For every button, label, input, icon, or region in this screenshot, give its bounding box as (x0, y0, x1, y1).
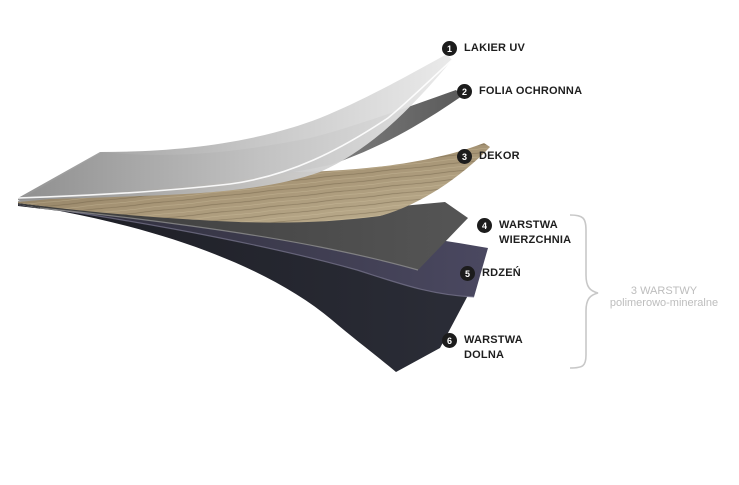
group-label-line1: 3 WARSTWY (630, 285, 698, 297)
callout-layer-1: 1 LAKIER UV (442, 41, 525, 56)
layer-3-label: DEKOR (479, 150, 520, 162)
layer-2-label: FOLIA OCHRONNA (479, 85, 583, 97)
callout-layer-5: 5 RDZEŃ (460, 266, 521, 281)
group-label-line2: polimerowo-mineralne (609, 297, 719, 309)
layer-6-label-line2: DOLNA (464, 349, 505, 361)
number-badge-6: 6 (442, 333, 457, 348)
layer-1-label: LAKIER UV (464, 42, 526, 54)
number-badge-1: 1 (442, 41, 457, 56)
layer-5-label: RDZEŃ (482, 267, 521, 279)
layer-lacquer (18, 54, 452, 200)
callout-layer-3: 3 DEKOR (457, 149, 520, 164)
callout-layer-2: 2 FOLIA OCHRONNA (457, 84, 582, 99)
layer-4-label-line1: WARSTWA (499, 219, 558, 231)
layer-top (18, 202, 468, 270)
group-label: 3 WARSTWY polimerowo-mineralne (594, 285, 734, 309)
layer-4-label-line2: WIERZCHNIA (499, 234, 572, 246)
number-badge-3: 3 (457, 149, 472, 164)
layer-6-label-line1: WARSTWA (464, 334, 523, 346)
number-badge-2: 2 (457, 84, 472, 99)
callout-layer-6: 6 WARSTWA DOLNA (442, 333, 523, 363)
number-badge-5: 5 (460, 266, 475, 281)
number-badge-4: 4 (477, 218, 492, 233)
callout-layer-4: 4 WARSTWA WIERZCHNIA (477, 218, 571, 248)
group-bracket (569, 214, 599, 369)
layer-bottom (18, 205, 474, 372)
